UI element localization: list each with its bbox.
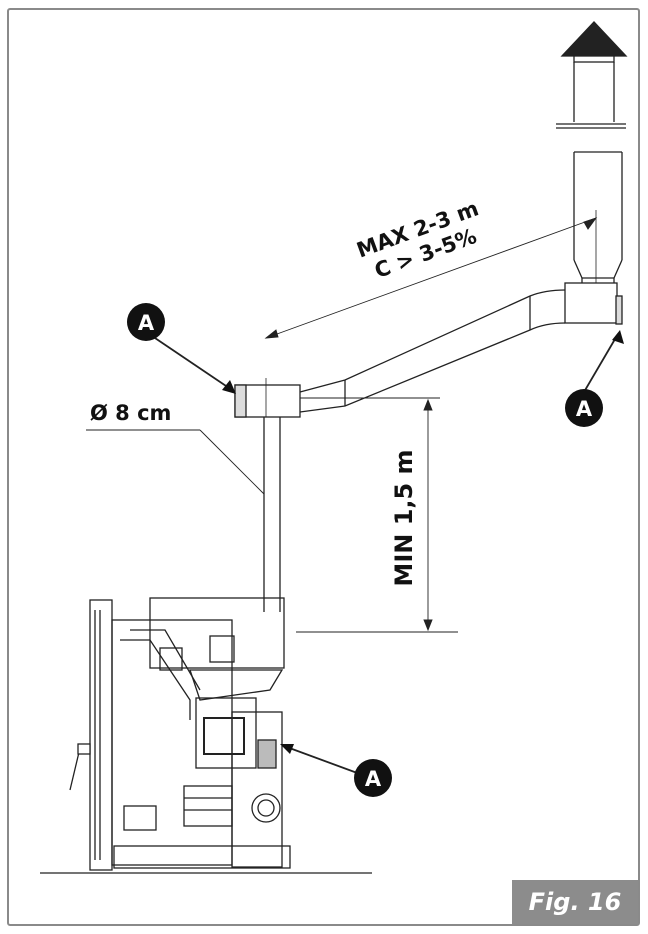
svg-text:A: A — [576, 397, 593, 421]
vertical-stove-pipe — [263, 417, 281, 612]
tee-left — [234, 378, 301, 418]
marker-leaders — [151, 330, 624, 775]
chimney-cap — [556, 21, 628, 129]
max-length-dimension — [264, 217, 598, 339]
inclined-flue-pipe — [299, 289, 566, 413]
diameter-label: Ø 8 cm — [90, 401, 171, 425]
min-height-dimension — [296, 397, 458, 633]
figure-label: Fig. 16 — [512, 880, 638, 924]
diameter-leader — [86, 429, 265, 495]
vertical-chimney — [573, 151, 623, 290]
svg-text:A: A — [138, 311, 155, 335]
pellet-stove — [40, 597, 372, 874]
marker-a-right: A — [565, 389, 603, 427]
svg-text:A: A — [365, 767, 382, 791]
marker-a-top-left: A — [127, 303, 165, 341]
tee-right — [564, 278, 623, 325]
marker-a-stove: A — [354, 759, 392, 797]
min-height-label: MIN 1,5 m — [390, 449, 418, 586]
